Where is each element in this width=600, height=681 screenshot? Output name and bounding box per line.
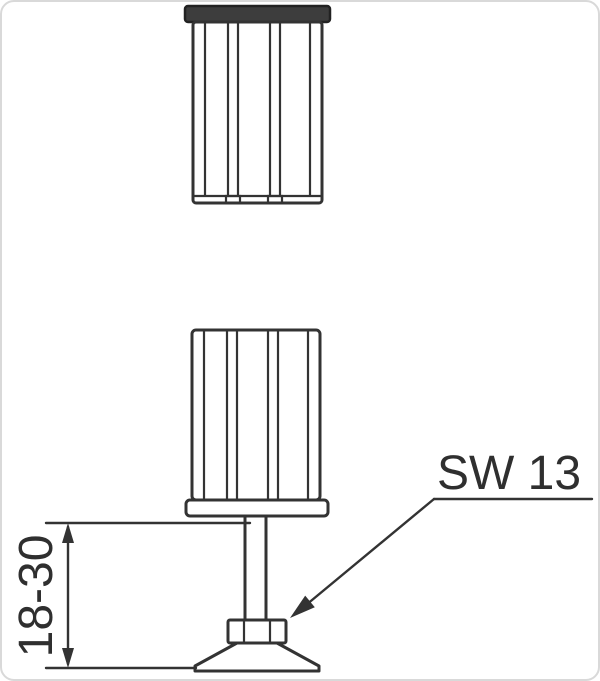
threaded-stem [243, 514, 268, 624]
foot-base-cone [193, 641, 321, 673]
dimension-arrow-down [62, 648, 74, 668]
ribbed-body [190, 328, 322, 502]
wrench-size-callout: SW 13 [290, 447, 594, 618]
hex-nut [226, 618, 288, 645]
wrench-size-label: SW 13 [437, 447, 581, 500]
tube-insert-upper-view [183, 4, 332, 205]
leader-arrowhead [290, 595, 315, 618]
height-dimension: 18-30 [10, 521, 252, 670]
adjustable-foot-lower-view [184, 328, 330, 673]
leader-line-diagonal [298, 497, 436, 612]
dimension-arrow-up [62, 523, 74, 543]
rib-foot [224, 194, 242, 205]
plug-cap [183, 4, 332, 24]
flange-plate [184, 498, 330, 518]
ribbed-body [191, 20, 324, 205]
rib-foot [266, 194, 284, 205]
dimension-label: 18-30 [10, 535, 63, 658]
